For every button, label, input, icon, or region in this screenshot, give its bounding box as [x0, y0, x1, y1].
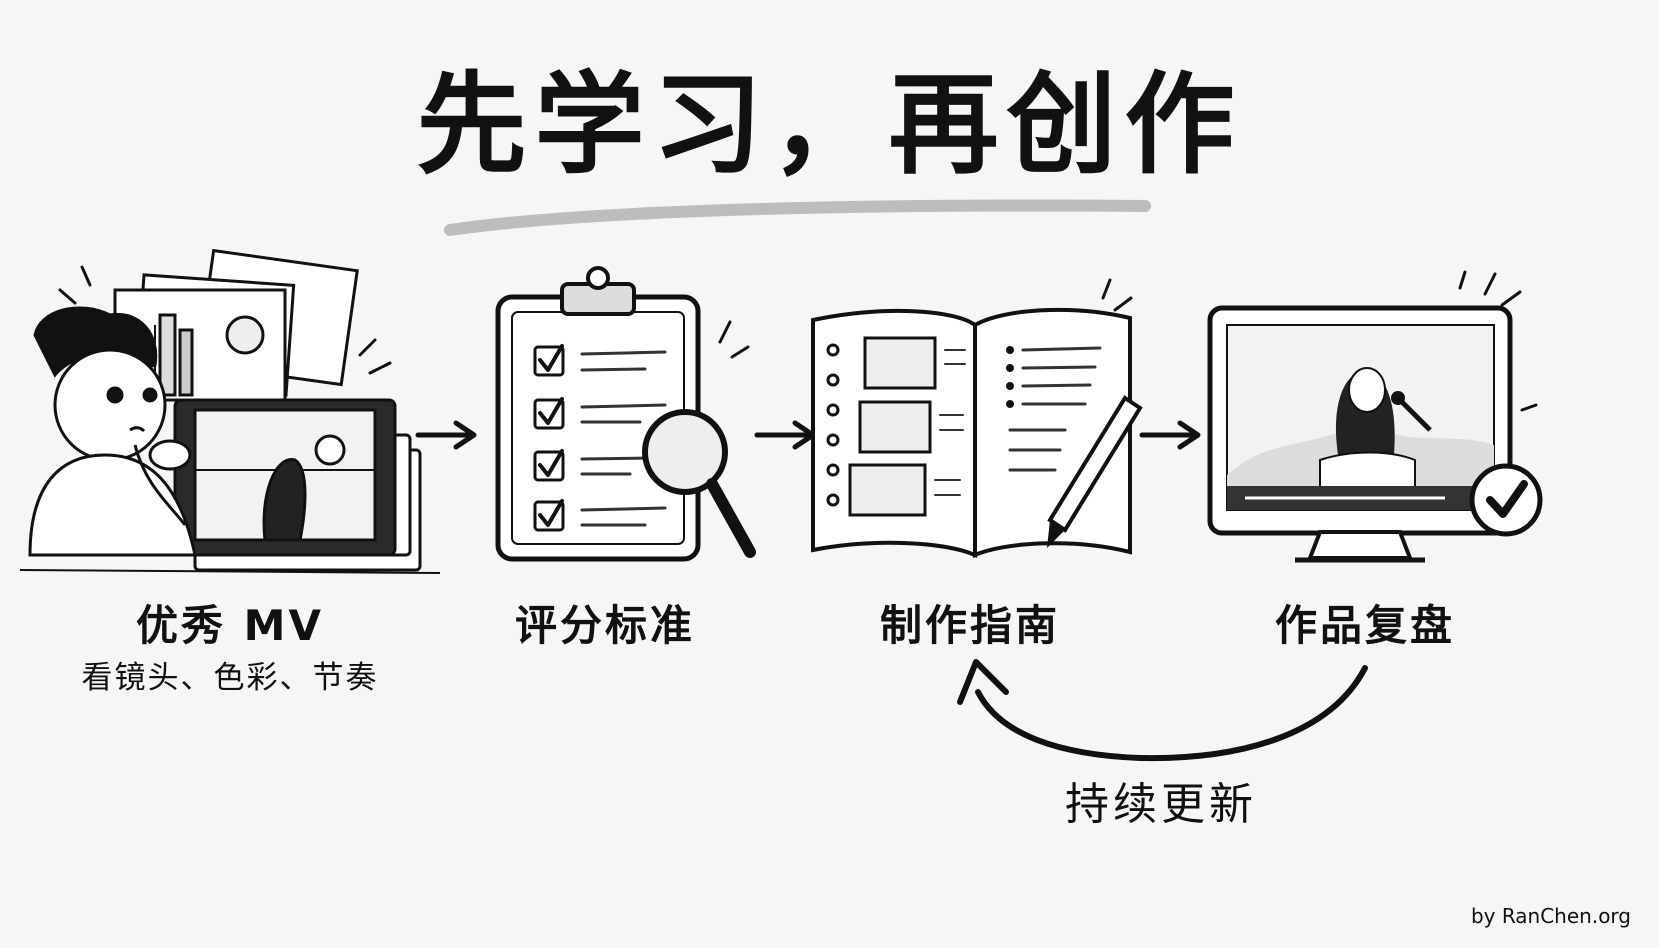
page-title: 先学习，再创作 [416, 61, 1243, 189]
step-sublabel-mv: 看镜头、色彩、节奏 [81, 660, 379, 696]
feedback-loop-arrow-icon [957, 659, 1368, 762]
step-label-mv: 优秀 MV [136, 601, 324, 650]
title-underline [444, 199, 1151, 236]
notebook-pencil-icon [811, 278, 1143, 559]
step-label-criteria: 评分标准 [514, 601, 695, 650]
clipboard-checklist-icon [495, 266, 756, 562]
step-label-review: 作品复盘 [1274, 601, 1455, 650]
monitor-review-icon [1207, 270, 1543, 563]
magnifier-icon [642, 409, 756, 558]
pencil-icon [1047, 395, 1143, 548]
arrow-right-icon [1139, 420, 1201, 450]
check-icon [1469, 463, 1543, 537]
step-label-guide: 制作指南 [879, 601, 1060, 650]
photo-stack [113, 248, 359, 402]
arrow-right-icon [415, 420, 477, 450]
credit-text: by RanChen.org [1470, 904, 1631, 928]
mv-viewing-icon [19, 248, 441, 574]
loop-label: 持续更新 [1065, 779, 1257, 830]
